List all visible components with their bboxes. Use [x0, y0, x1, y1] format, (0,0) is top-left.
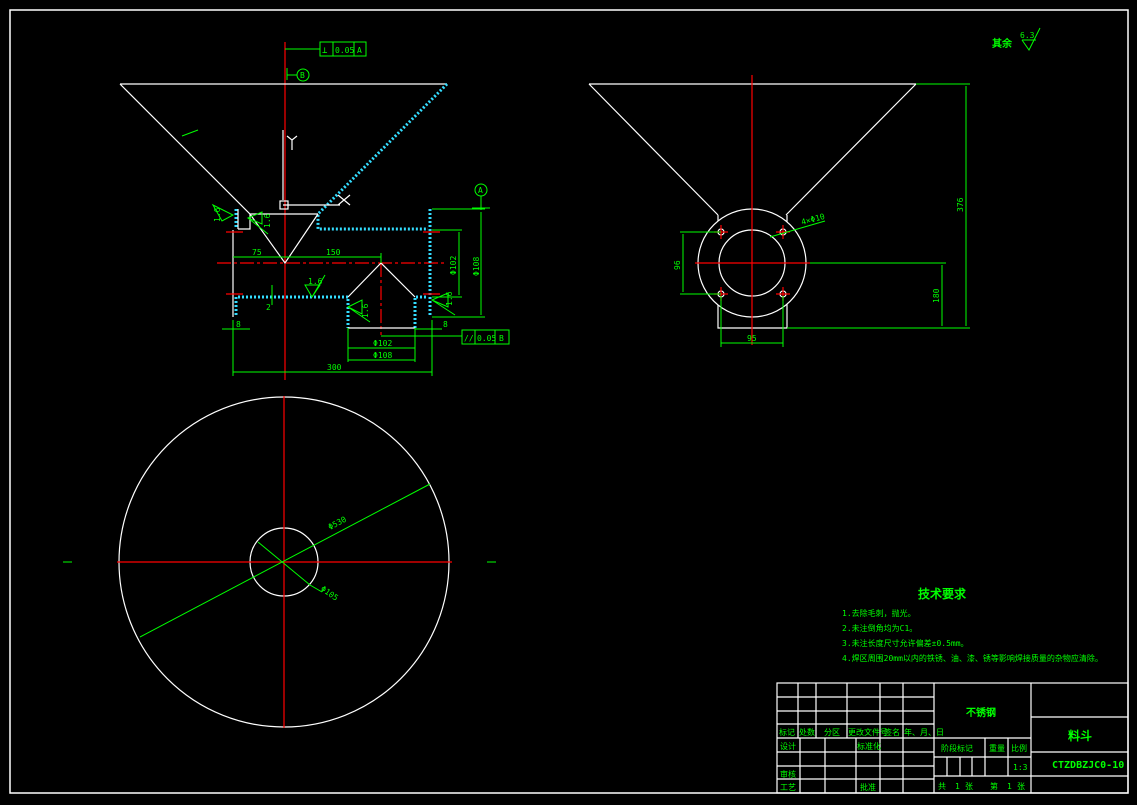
side-view: 376 180 96 95 4×Φ10: [588, 75, 970, 347]
dim-phi102-vertical: Φ102: [449, 256, 458, 275]
tech-requirements-title: 技术要求: [918, 586, 967, 601]
scale-value: 1:3: [1013, 763, 1028, 772]
dim-300: 300: [327, 363, 342, 372]
weld-mark: 1.6: [361, 303, 370, 318]
dim-phi108-outlet: Φ108: [373, 351, 392, 360]
dim-8-right: 8: [443, 320, 448, 329]
roughness-value: 6.3: [1020, 31, 1035, 40]
sheets-total-label: 共: [938, 782, 946, 791]
material: 不锈钢: [966, 706, 996, 719]
weld-mark: 1.6: [263, 213, 272, 228]
scale-label: 比例: [1011, 743, 1027, 753]
dim-180: 180: [932, 288, 941, 303]
header-change-doc: 更改文件号: [848, 727, 888, 737]
weld-mark: 1.6: [308, 277, 323, 286]
title-block: 标记 处数 分区 更改文件号 签名 年、月、日 设计 标准化 审核 工艺 批准 …: [776, 682, 1129, 794]
header-zone: 分区: [824, 728, 840, 737]
dim-95: 95: [747, 334, 757, 343]
sheets-total: 1: [955, 782, 960, 791]
roughness-symbol-icon: [1021, 27, 1041, 51]
dim-8-left: 8: [236, 320, 241, 329]
sheet-current: 1: [1007, 782, 1012, 791]
process-label: 工艺: [780, 783, 796, 792]
dim-96: 96: [673, 260, 682, 270]
drawing-number: CTZDBZJC0-10: [1052, 760, 1124, 771]
surface-roughness-note: 其余 6.3: [992, 27, 1041, 51]
header-mark: 标记: [779, 727, 795, 737]
funnel-cone: [232, 213, 319, 317]
stage-mark-label: 阶段标记: [941, 743, 973, 753]
requirement-item: 3.未注长度尺寸允许偏差±0.5mm。: [842, 638, 969, 648]
review-label: 审核: [780, 769, 796, 779]
dim-phi108-vertical: Φ108: [472, 257, 481, 276]
drawing-border: [9, 9, 1129, 794]
parallelism-tolerance: 0.05: [477, 334, 496, 343]
perpendicularity-tolerance: 0.05: [335, 46, 354, 55]
front-view: ⊥ 0.05 A B A Φ102 Φ108 75 150 Φ102 Φ108 …: [119, 41, 510, 380]
dim-75: 75: [252, 248, 262, 257]
requirement-item: 1.去除毛刺，抛光。: [842, 608, 916, 618]
design-label: 设计: [780, 741, 796, 751]
dim-2: 2: [266, 303, 271, 312]
drawing-title: 料斗: [1068, 728, 1092, 743]
datum-a-label: A: [478, 186, 483, 195]
sheet-current-label: 第: [990, 781, 998, 791]
dim-phi105: Φ105: [319, 584, 340, 603]
weight-label: 重量: [989, 743, 1005, 753]
header-date: 年、月、日: [904, 727, 944, 737]
datum-b-label: B: [300, 71, 305, 80]
weld-mark: 1.6: [213, 207, 222, 222]
dim-376: 376: [956, 197, 965, 212]
tech-requirements: 技术要求 1.去除毛刺，抛光。 2.未注倒角均为C1。 3.未注长度尺寸允许偏差…: [842, 586, 1103, 663]
sheet-unit: 张: [1017, 782, 1025, 791]
top-view: Φ530 Φ105: [63, 396, 496, 728]
sheets-unit: 张: [965, 782, 973, 791]
roughness-label: 其余: [992, 37, 1013, 50]
header-count: 处数: [799, 727, 815, 737]
perpendicularity-datum: A: [357, 46, 362, 55]
dim-150: 150: [326, 248, 341, 257]
perpendicularity-symbol: ⊥: [322, 46, 328, 56]
requirement-item: 2.未注倒角均为C1。: [842, 623, 917, 633]
standardize-label: 标准化: [857, 741, 881, 751]
approve-label: 批准: [860, 782, 876, 792]
parallelism-datum: B: [499, 334, 504, 343]
header-signature: 签名: [884, 727, 900, 737]
parallelism-symbol: //: [464, 334, 474, 343]
requirement-item: 4.焊区周围20mm以内的铁锈、油、漆、锈等影响焊接质量的杂物应清除。: [842, 653, 1103, 663]
weld-mark: 1.6: [445, 291, 454, 306]
dim-phi102-outlet: Φ102: [373, 339, 392, 348]
